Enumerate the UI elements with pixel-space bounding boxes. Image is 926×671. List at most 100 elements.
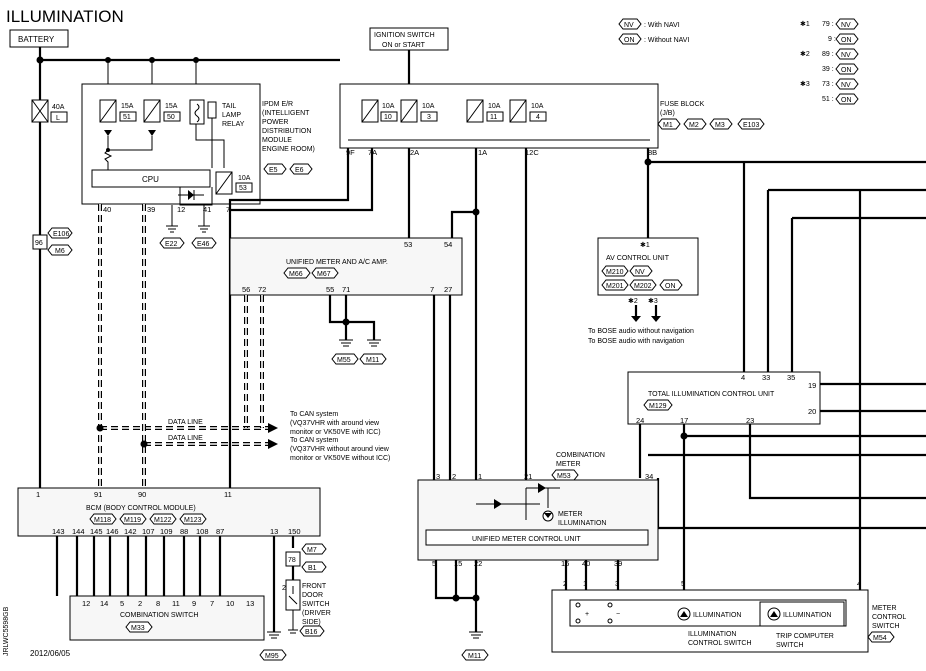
svg-text:3: 3 <box>615 579 619 588</box>
svg-text:13: 13 <box>246 599 254 608</box>
ipdm-name: IPDM E/R (INTELLIGENT POWER DISTRIBUTION… <box>262 101 315 175</box>
diagram-date: 2012/06/05 <box>30 649 71 658</box>
svg-text:BCM (BODY CONTROL MODULE): BCM (BODY CONTROL MODULE) <box>86 505 196 512</box>
combination-switch: 12 14 5 2 8 11 9 7 10 13 COMBINATION SWI… <box>69 595 265 641</box>
svg-text:✱3: ✱3 <box>800 80 810 88</box>
av-control-unit: ✱1 AV CONTROL UNIT M210 NV M201 M202 ON … <box>588 237 699 345</box>
svg-text:NV: NV <box>635 269 645 276</box>
svg-text:L: L <box>56 115 60 122</box>
svg-text:✱1: ✱1 <box>640 241 650 249</box>
svg-text:2: 2 <box>138 599 142 608</box>
meter-control-switch: 2 1 3 5 4 + − ILLUMINATION ILLUMINATION … <box>551 579 869 653</box>
svg-text:109: 109 <box>160 527 173 536</box>
svg-text:ILLUMINATION: ILLUMINATION <box>693 612 742 619</box>
svg-text:SWITCH: SWITCH <box>302 601 330 608</box>
svg-text:E5: E5 <box>269 167 278 174</box>
svg-text:RELAY: RELAY <box>222 121 245 128</box>
svg-text:12: 12 <box>177 205 185 214</box>
svg-text:3: 3 <box>427 114 431 121</box>
svg-text:73 :: 73 : <box>822 81 834 88</box>
svg-text:To CAN system: To CAN system <box>290 437 338 444</box>
svg-text:72: 72 <box>258 285 266 294</box>
svg-text:COMBINATION: COMBINATION <box>556 452 605 459</box>
svg-text:107: 107 <box>142 527 155 536</box>
svg-text:15A: 15A <box>165 103 178 110</box>
svg-text:40: 40 <box>103 205 111 214</box>
ipdm-er: 15A 51 15A 50 TAIL LAMP RELAY 10A 53 CPU… <box>81 83 261 214</box>
svg-text:M11: M11 <box>366 357 379 364</box>
note-row: 39 :ON <box>822 63 859 75</box>
svg-text:M11: M11 <box>468 653 481 660</box>
svg-text:M54: M54 <box>873 635 887 642</box>
svg-text:20: 20 <box>808 407 816 416</box>
svg-text:monitor or VK50VE with ICC): monitor or VK50VE with ICC) <box>290 429 381 436</box>
svg-text:MODULE: MODULE <box>262 137 292 144</box>
svg-text:M3: M3 <box>715 122 725 129</box>
svg-text:METER: METER <box>872 605 897 612</box>
svg-text:53: 53 <box>239 185 247 192</box>
bcm: 1 91 90 11 BCM (BODY CONTROL MODULE) M11… <box>17 487 321 537</box>
svg-text:BATTERY: BATTERY <box>18 35 55 44</box>
can-system-note-1: To CAN system (VQ37VHR with around view … <box>290 411 381 436</box>
svg-text:M55: M55 <box>337 357 351 364</box>
svg-text:27: 27 <box>444 285 452 294</box>
svg-text:ON: ON <box>841 67 852 74</box>
svg-text:NV: NV <box>624 22 634 29</box>
svg-text:22: 22 <box>474 559 482 568</box>
svg-text:(J/B): (J/B) <box>660 110 675 117</box>
svg-text:142: 142 <box>124 527 137 536</box>
svg-text:40A: 40A <box>52 104 65 111</box>
svg-text:✱3: ✱3 <box>648 297 658 305</box>
legend-with-navi: NV : With NAVI <box>618 18 680 30</box>
svg-text:144: 144 <box>72 527 85 536</box>
svg-text:87: 87 <box>216 527 224 536</box>
svg-text:108: 108 <box>196 527 209 536</box>
svg-text:51: 51 <box>123 114 131 121</box>
svg-text:5: 5 <box>120 599 124 608</box>
svg-text:M67: M67 <box>317 271 331 278</box>
svg-text:M33: M33 <box>131 625 145 632</box>
svg-text:M95: M95 <box>265 653 279 660</box>
fuse-block-name: FUSE BLOCK (J/B) M1 M2 M3 E103 <box>657 101 765 130</box>
svg-text:10A: 10A <box>238 175 251 182</box>
svg-text:4: 4 <box>857 579 861 588</box>
svg-text:79 :: 79 : <box>822 21 834 28</box>
svg-text:11: 11 <box>224 490 232 499</box>
data-line-upper: DATA LINE <box>98 204 278 488</box>
svg-text:E46: E46 <box>197 241 210 248</box>
svg-text:4: 4 <box>536 114 540 121</box>
svg-text:8B: 8B <box>648 148 657 157</box>
svg-text:39: 39 <box>147 205 155 214</box>
svg-text:ENGINE ROOM): ENGINE ROOM) <box>262 146 315 153</box>
svg-text:DISTRIBUTION: DISTRIBUTION <box>262 128 311 135</box>
unified-meter-ac-amp: UNIFIED METER AND A/C AMP. M66 M67 53 54… <box>229 237 463 296</box>
svg-text:M1: M1 <box>663 122 673 129</box>
svg-text:−: − <box>616 611 620 618</box>
svg-text:TRIP COMPUTER: TRIP COMPUTER <box>776 633 834 640</box>
svg-text:(VQ37VHR without around view: (VQ37VHR without around view <box>290 446 390 453</box>
svg-text:COMBINATION SWITCH: COMBINATION SWITCH <box>120 612 198 619</box>
svg-text:: Without NAVI: : Without NAVI <box>644 37 689 44</box>
ground-e46: E46 <box>191 225 217 249</box>
note-row: ✱3 73 : NV <box>800 78 859 90</box>
svg-text:M66: M66 <box>289 271 303 278</box>
svg-text:NV: NV <box>841 82 851 89</box>
svg-text:To BOSE audio with navigation: To BOSE audio with navigation <box>588 338 684 345</box>
svg-text:7: 7 <box>210 599 214 608</box>
ground-m11-amp: M11 <box>359 339 387 365</box>
svg-text:DATA LINE: DATA LINE <box>168 435 203 442</box>
svg-text:M201: M201 <box>606 283 624 290</box>
svg-text:(INTELLIGENT: (INTELLIGENT <box>262 110 310 117</box>
note-row: 51 :ON <box>822 93 859 105</box>
svg-text:10A: 10A <box>382 103 395 110</box>
svg-text:17: 17 <box>680 416 688 425</box>
svg-text:4: 4 <box>741 373 745 382</box>
svg-text:1: 1 <box>36 490 40 499</box>
svg-text:56: 56 <box>242 285 250 294</box>
svg-text:146: 146 <box>106 527 119 536</box>
svg-text:ON or START: ON or START <box>382 42 426 49</box>
